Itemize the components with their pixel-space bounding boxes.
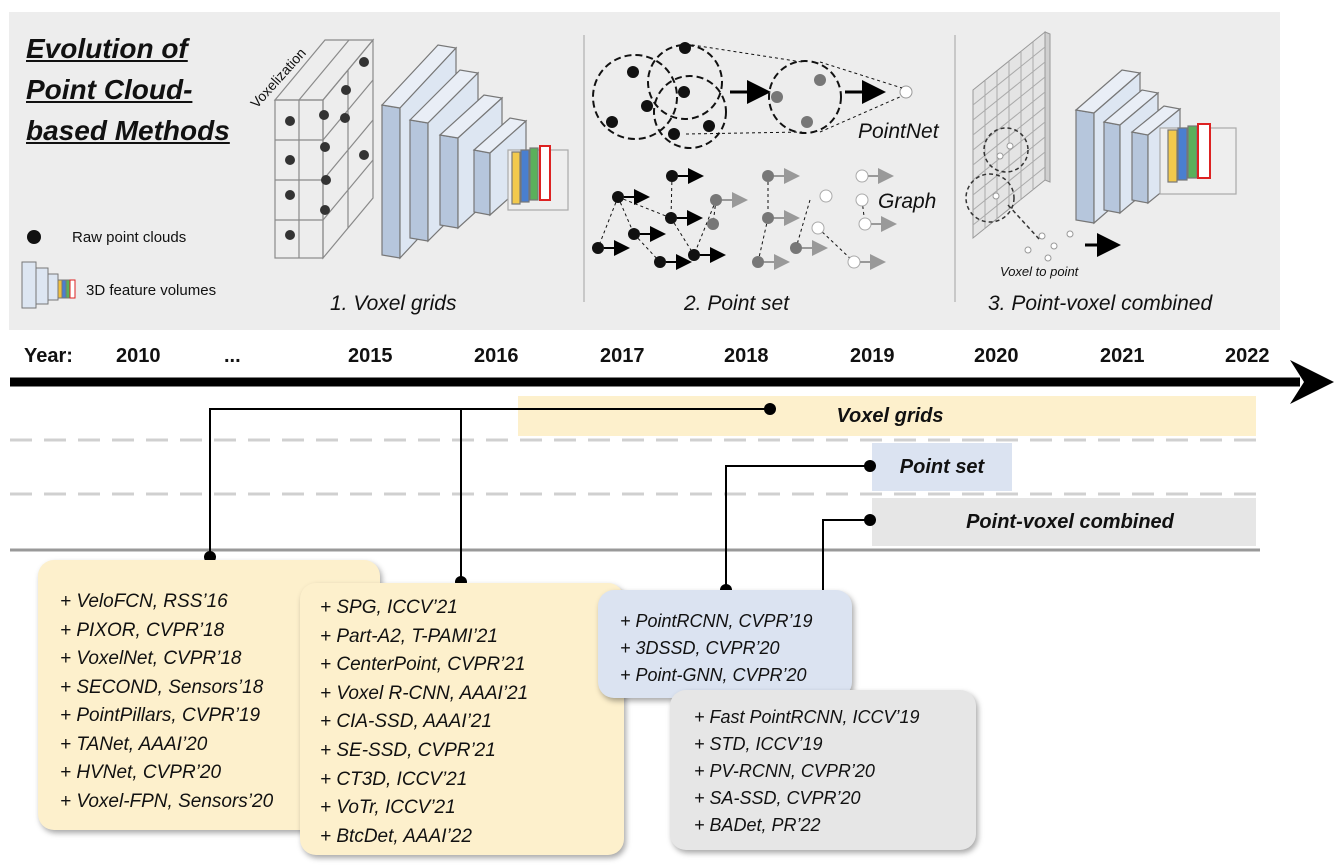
point-panel-label: 2. Point set <box>684 292 790 315</box>
illustration-panel <box>9 12 1280 330</box>
figure-title: Evolution of Point Cloud-based Methods <box>26 33 230 146</box>
method-item: + SPG, ICCV’21 <box>320 597 458 618</box>
band-point-label: Point set <box>899 455 985 478</box>
method-item: + CIA-SSD, AAAI’21 <box>320 711 492 733</box>
voxel-panel-label: 1. Voxel grids <box>330 292 457 315</box>
legend-raw-points-label: Raw point clouds <box>72 229 187 246</box>
pv-sample-circles <box>965 127 1041 241</box>
year-2019: 2019 <box>850 345 895 367</box>
method-item: + Point-GNN, CVPR’20 <box>620 665 807 685</box>
year-2018: 2018 <box>724 345 769 367</box>
row-dividers <box>10 438 1258 496</box>
method-item: + PointRCNN, CVPR’19 <box>620 611 813 631</box>
method-item: + TANet, AAAI’20 <box>60 733 208 755</box>
pv-list: + Fast PointRCNN, ICCV’19 + STD, ICCV’19… <box>694 704 920 839</box>
method-item: + SA-SSD, CVPR’20 <box>694 788 861 808</box>
method-item: + SECOND, Sensors’18 <box>60 676 264 698</box>
method-item: + Voxel R-CNN, AAAI’21 <box>320 682 529 704</box>
graph-label: Graph <box>878 190 937 213</box>
pv-points <box>992 142 1074 262</box>
method-item: + VeloFCN, RSS’16 <box>60 591 228 612</box>
method-item: + HVNet, CVPR’20 <box>60 762 222 783</box>
year-2017: 2017 <box>600 345 645 367</box>
pv-grid-graphic <box>972 30 1051 240</box>
method-item: + BtcDet, AAAI’22 <box>320 825 472 847</box>
year-2016: 2016 <box>474 345 519 367</box>
year-2021: 2021 <box>1100 345 1145 367</box>
point-list: + PointRCNN, CVPR’19 + 3DSSD, CVPR’20 + … <box>620 608 813 689</box>
method-item: + CenterPoint, CVPR’21 <box>320 654 526 676</box>
pv-card <box>670 690 976 850</box>
legend-feature-volumes-label: 3D feature volumes <box>86 282 217 299</box>
method-item: + BADet, PR’22 <box>694 815 821 835</box>
method-item: + CT3D, ICCV’21 <box>320 768 468 790</box>
raw-point-icon <box>27 230 41 244</box>
voxel-to-point-label: Voxel to point <box>1000 264 1079 279</box>
method-item: + STD, ICCV’19 <box>694 734 823 754</box>
graph-graphic <box>592 168 897 270</box>
pointnet-graphic <box>592 42 913 149</box>
pointnet-label: PointNet <box>858 120 939 143</box>
band-pv-bg <box>872 498 1256 546</box>
band-voxel-bg <box>518 396 1256 436</box>
method-item: + Fast PointRCNN, ICCV’19 <box>694 707 920 727</box>
voxel-list-b: + SPG, ICCV’21 + Part-A2, T-PAMI’21 + Ce… <box>320 594 528 851</box>
method-item: + VoxelNet, CVPR’18 <box>60 648 242 669</box>
method-item: + Voxel-FPN, Sensors’20 <box>60 790 274 812</box>
year-2010: 2010 <box>116 345 161 367</box>
method-item: + Part-A2, T-PAMI’21 <box>320 625 498 647</box>
band-voxel-label: Voxel grids <box>836 404 944 427</box>
band-point-bg <box>872 443 1012 491</box>
year-label: Year: <box>24 345 73 367</box>
method-item: + PointPillars, CVPR’19 <box>60 705 261 726</box>
year-2022: 2022 <box>1225 345 1270 367</box>
method-item: + 3DSSD, CVPR’20 <box>620 638 780 658</box>
feature-volume-icon <box>21 261 76 309</box>
pv-volumes-graphic <box>1074 69 1237 225</box>
point-card <box>598 590 852 698</box>
voxel-card-b <box>300 583 624 855</box>
method-item: + PV-RCNN, CVPR’20 <box>694 761 875 781</box>
year-2015: 2015 <box>348 345 393 367</box>
voxel-list-a: + VeloFCN, RSS’16 + PIXOR, CVPR’18 + Vox… <box>60 588 273 816</box>
method-item: + VoTr, ICCV’21 <box>320 797 456 819</box>
voxel-point-dots <box>285 57 369 240</box>
year-2020: 2020 <box>974 345 1019 367</box>
timeline-arrowhead <box>1290 360 1334 404</box>
year-ellipsis: ... <box>224 345 241 367</box>
method-item: + PIXOR, CVPR’18 <box>60 619 225 641</box>
band-pv-label: Point-voxel combined <box>966 510 1174 533</box>
pv-panel-label: 3. Point-voxel combined <box>988 292 1213 315</box>
method-item: + SE-SSD, CVPR’21 <box>320 739 496 761</box>
cnn-volumes-graphic <box>380 44 569 260</box>
